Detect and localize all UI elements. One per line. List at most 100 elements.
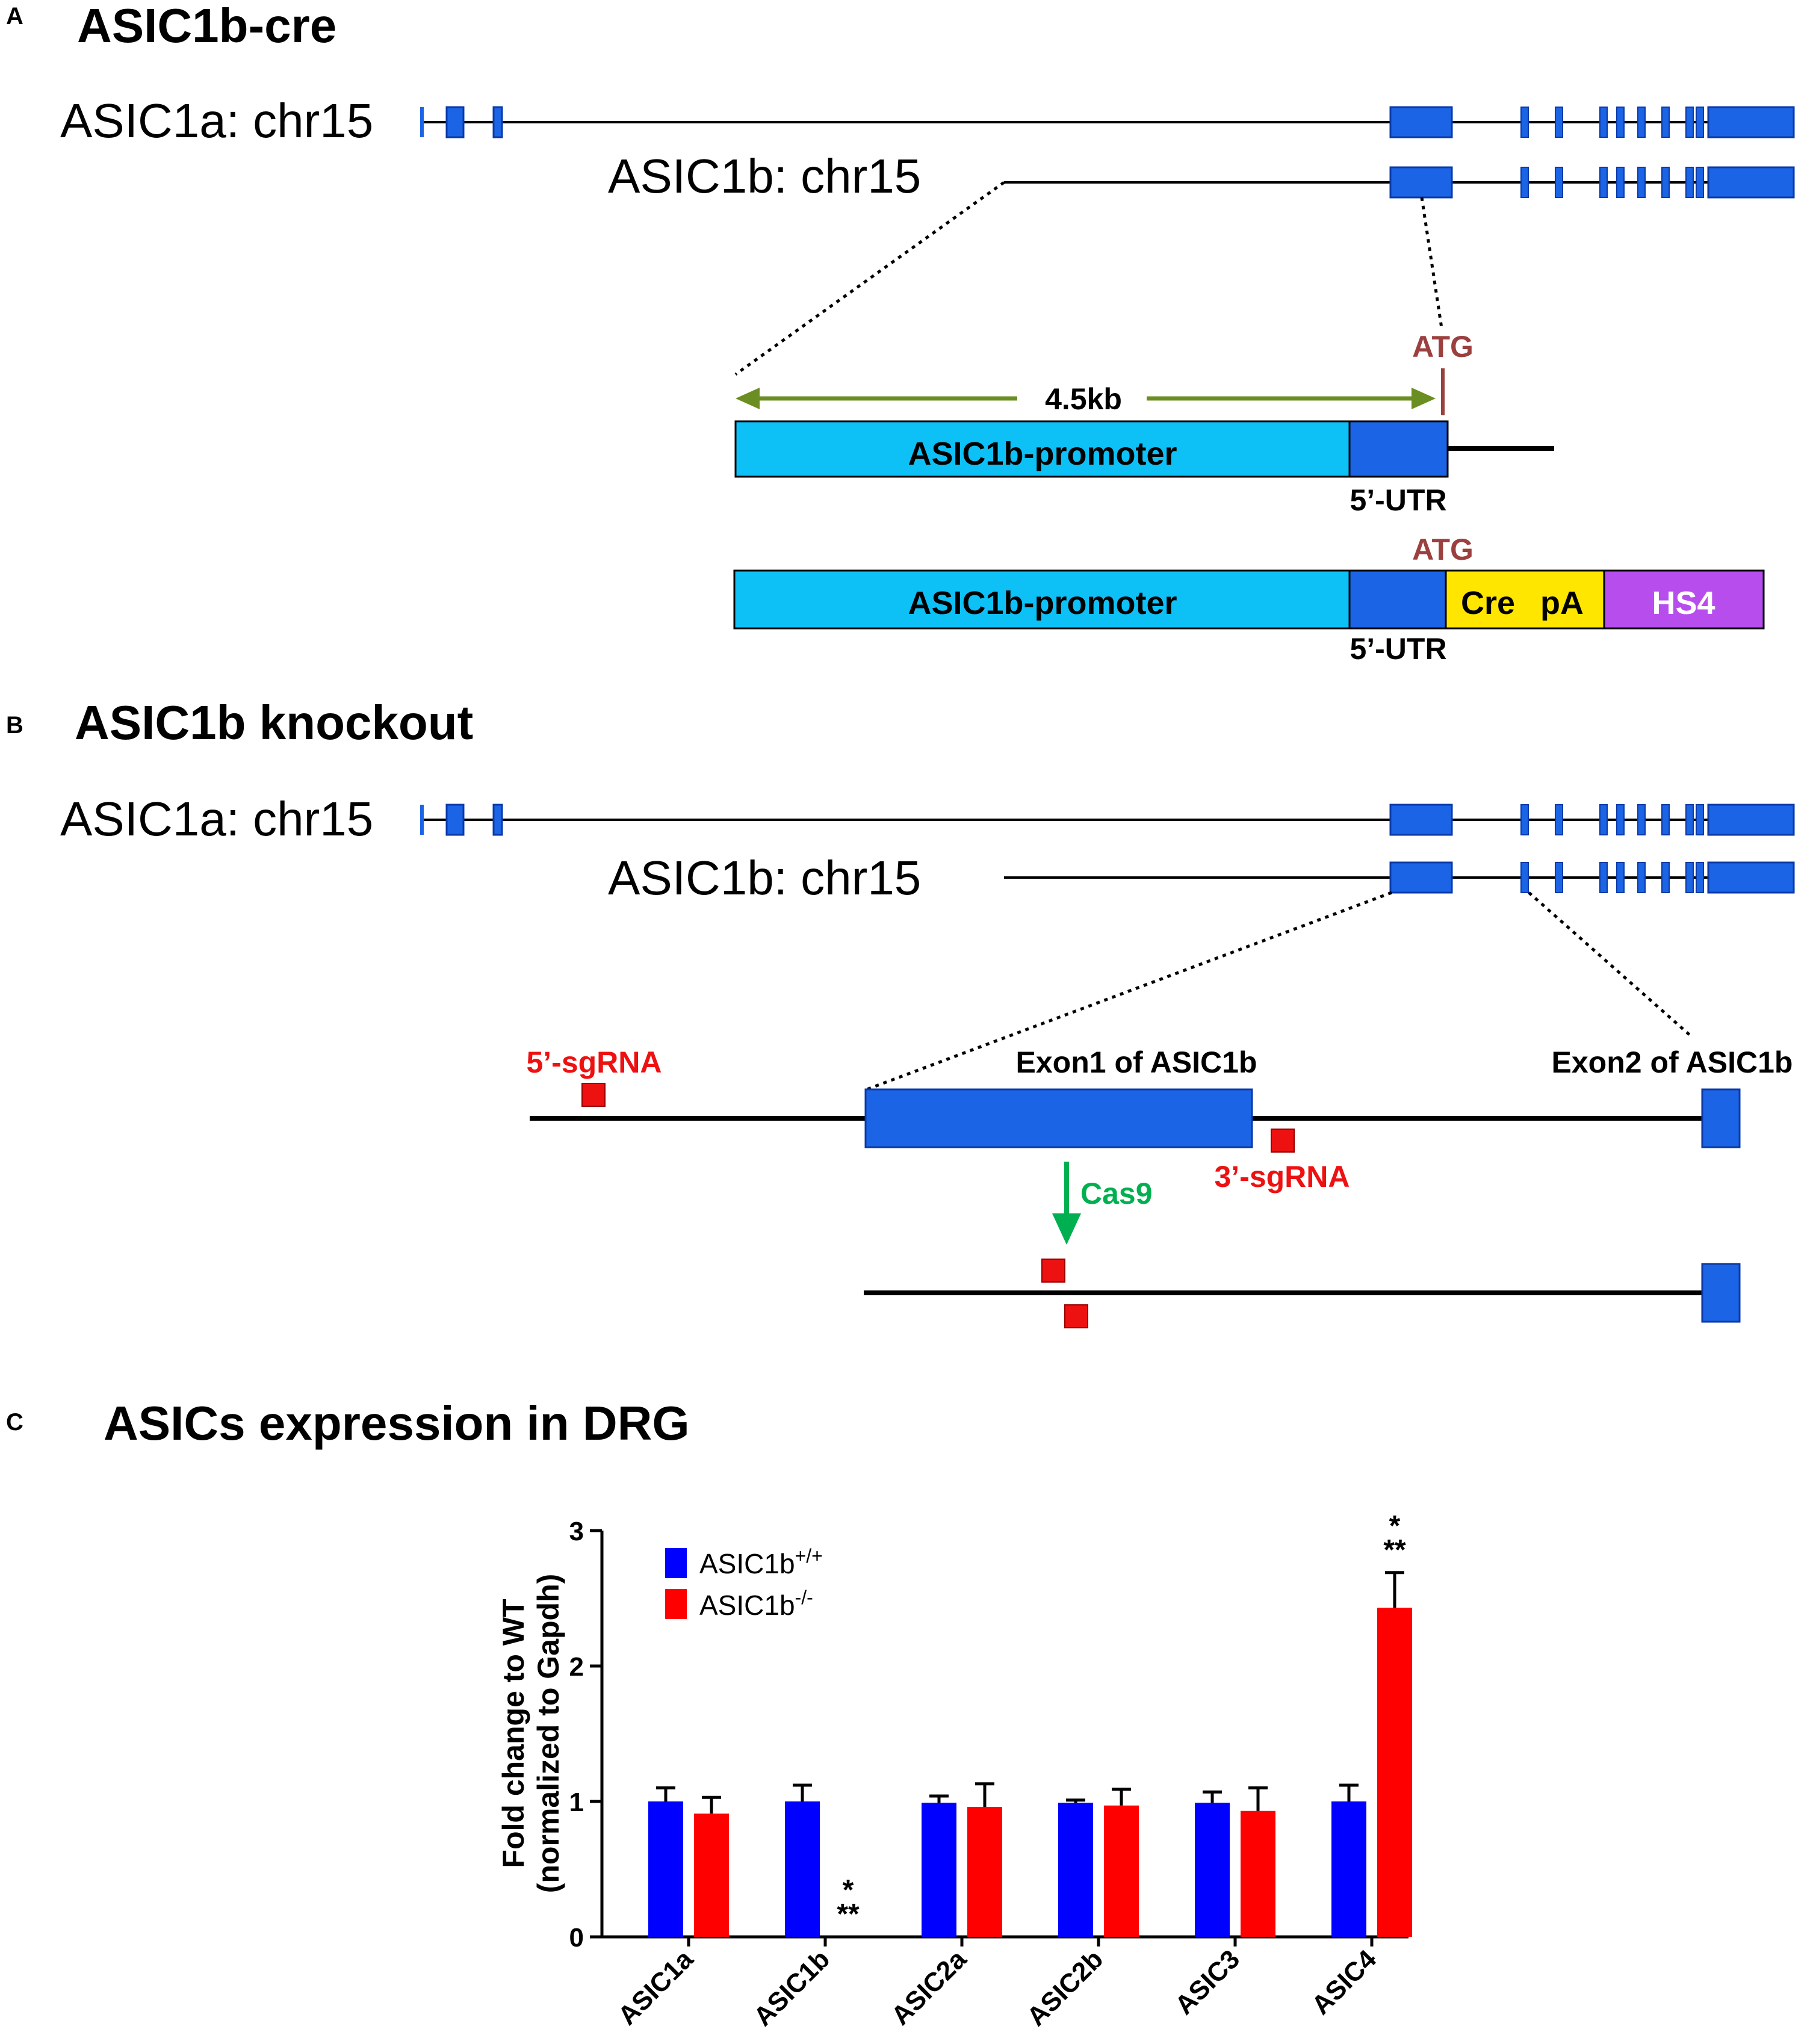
exon2-box xyxy=(1701,1088,1741,1148)
y-tick-label: 1 xyxy=(569,1788,584,1817)
x-tick-label: ASIC4 xyxy=(1306,1944,1383,2021)
length-label: 4.5kb xyxy=(1045,382,1122,416)
x-tick-label: ASIC2a xyxy=(885,1944,972,2031)
length-arrow xyxy=(736,388,1436,409)
sig-star-line1: * xyxy=(1389,1510,1401,1542)
exon-mark xyxy=(1696,167,1704,198)
exon-mark xyxy=(492,804,503,836)
exon-mark xyxy=(1389,804,1453,836)
bar-ko-asic2b xyxy=(1104,1805,1139,1937)
y-axis-label: Fold change to WT (normalized to Gapdh) xyxy=(497,1574,565,1894)
x-tick-label: ASIC3 xyxy=(1170,1944,1245,2020)
bar-wt-asic4 xyxy=(1331,1801,1366,1937)
exon-mark xyxy=(1661,804,1670,835)
exon-mark xyxy=(1661,167,1670,198)
asic1b-label: ASIC1b: chr15 xyxy=(608,149,921,203)
legend-swatch-ko xyxy=(665,1589,687,1619)
panel-a: A ASIC1b-cre ASIC1a: chr15 ASIC1b: chr15 xyxy=(6,0,1795,666)
zoom-line-right xyxy=(1528,891,1693,1038)
legend-ko: ASIC1b-/- xyxy=(699,1587,813,1621)
exon-mark xyxy=(445,804,465,836)
asic1b-label: ASIC1b: chr15 xyxy=(608,851,921,905)
significance-asic1b: *** xyxy=(837,1874,860,1930)
pa-label: pA xyxy=(1540,585,1584,621)
exon-mark xyxy=(1520,862,1529,893)
exon-mark xyxy=(420,107,424,137)
significance-asic4: *** xyxy=(1383,1510,1406,1566)
exon-mark xyxy=(1696,804,1704,835)
bar-ko-asic3 xyxy=(1241,1810,1275,1937)
exon-mark xyxy=(1599,862,1608,893)
promoter-label-top: ASIC1b-promoter xyxy=(908,436,1177,472)
exon-mark xyxy=(1685,862,1694,893)
exon-mark xyxy=(1685,804,1694,835)
hs4-box xyxy=(1603,569,1765,630)
bar-chart: Fold change to WT (normalized to Gapdh) … xyxy=(497,1510,1412,2032)
exon-mark xyxy=(1389,861,1453,894)
exon-mark xyxy=(1637,107,1646,138)
cre-construct: ASIC1b-promoter Cre pA HS4 5’-UTR xyxy=(733,569,1765,666)
bar-ko-asic1a xyxy=(694,1813,729,1937)
exon-mark xyxy=(1707,166,1795,199)
panel-b: B ASIC1b knockout ASIC1a: chr15 ASIC1b: … xyxy=(6,696,1795,1328)
exon-mark xyxy=(1707,106,1795,138)
exon-mark xyxy=(1520,804,1529,835)
bar-ko-asic2a xyxy=(967,1807,1002,1937)
panel-b-letter: B xyxy=(6,712,23,739)
exon-mark xyxy=(1707,861,1795,894)
exon-mark xyxy=(1661,862,1670,893)
x-tick-label: ASIC1a xyxy=(612,1944,699,2031)
asic1b-gene-track-b: ASIC1b: chr15 xyxy=(608,851,1795,905)
legend-wt: ASIC1b+/+ xyxy=(699,1545,823,1579)
cas9-label: Cas9 xyxy=(1080,1177,1153,1210)
y-tick-label: 3 xyxy=(569,1517,584,1546)
exon-mark xyxy=(1389,166,1453,199)
panel-a-letter: A xyxy=(6,3,23,29)
legend: ASIC1b+/+ ASIC1b-/- xyxy=(665,1545,823,1621)
promoter-label-bottom: ASIC1b-promoter xyxy=(908,585,1177,621)
exon-mark xyxy=(1555,167,1563,198)
exon-mark xyxy=(1520,167,1529,198)
exon-mark xyxy=(1616,167,1625,198)
exon-mark xyxy=(1555,107,1563,138)
exon-mark xyxy=(1661,107,1670,138)
exon2-label: Exon2 of ASIC1b xyxy=(1552,1045,1793,1079)
bar-wt-asic2a xyxy=(922,1803,956,1937)
asic1a-label: ASIC1a: chr15 xyxy=(60,94,373,147)
exon-mark xyxy=(1685,167,1694,198)
sgrna5-label: 5’-sgRNA xyxy=(526,1045,662,1079)
ylabel-line2: (normalized to Gapdh) xyxy=(531,1574,565,1894)
exon-mark xyxy=(1616,804,1625,835)
asic1a-gene-track-b: ASIC1a: chr15 xyxy=(60,792,1795,846)
zoom-line-right xyxy=(1420,197,1443,329)
panel-c: C ASICs expression in DRG Fold change to… xyxy=(6,1396,1412,2032)
x-tick-label: ASIC1b xyxy=(748,1944,835,2031)
panel-b-title: ASIC1b knockout xyxy=(75,696,473,749)
chart-bars: *** *** xyxy=(648,1510,1412,1937)
bar-wt-asic1b xyxy=(785,1801,820,1937)
exon1-label: Exon1 of ASIC1b xyxy=(1016,1045,1257,1079)
exon-mark xyxy=(1555,804,1563,835)
bar-wt-asic2b xyxy=(1058,1803,1093,1937)
atg-label-bottom: ATG xyxy=(1412,533,1474,566)
sgrna3-mark-ko xyxy=(1064,1304,1088,1328)
exon-mark xyxy=(1707,804,1795,836)
exon-mark xyxy=(1685,107,1694,138)
sig-star-line1: * xyxy=(843,1874,854,1906)
hs4-label: HS4 xyxy=(1652,585,1715,621)
wildtype-region: 5’-sgRNA Exon1 of ASIC1b Exon2 of ASIC1b… xyxy=(526,1045,1793,1194)
zoom-line-left xyxy=(866,891,1392,1091)
exon-mark xyxy=(1696,107,1704,138)
promoter-construct-top: ASIC1b-promoter 5’-UTR xyxy=(734,420,1554,517)
zoom-line-left xyxy=(734,181,1005,376)
panel-a-title: ASIC1b-cre xyxy=(77,0,336,52)
exon-mark xyxy=(1616,107,1625,138)
exon-mark xyxy=(1616,862,1625,893)
utr-label-top: 5’-UTR xyxy=(1350,483,1446,517)
utr-label-bottom: 5’-UTR xyxy=(1350,632,1446,666)
exon-mark xyxy=(1599,804,1608,835)
asic1b-gene-track-a: ASIC1b: chr15 xyxy=(608,149,1795,203)
exon-mark xyxy=(445,106,465,138)
utr-box-bottom xyxy=(1348,569,1447,630)
